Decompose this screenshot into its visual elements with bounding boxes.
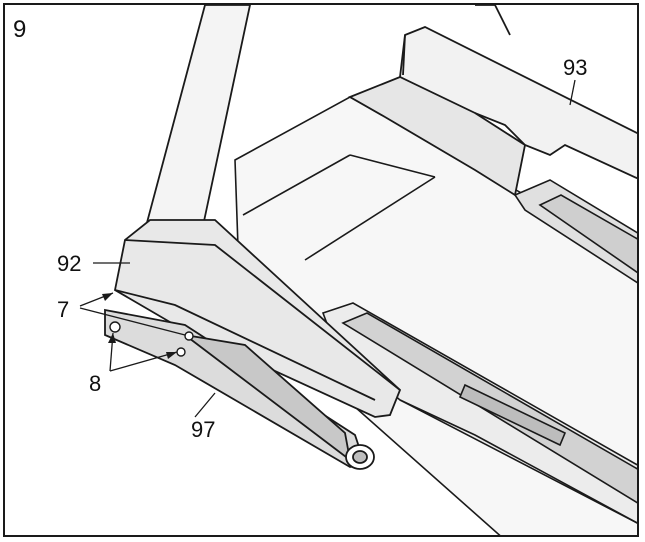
leader-arrowheads [102, 293, 177, 359]
callout-93: 93 [563, 55, 587, 80]
callout-97: 97 [191, 417, 215, 442]
base-frame-97 [104, 308, 375, 470]
instruction-figure-frame: 9 [3, 3, 639, 537]
arrowhead-8a [108, 333, 116, 343]
bolt-7 [184, 331, 194, 341]
leader-7b [79, 307, 186, 336]
step-number: 9 [13, 16, 26, 43]
upright-post [143, 5, 251, 242]
arrowhead-8b [166, 352, 177, 359]
callout-92: 92 [57, 251, 81, 276]
right-side-rail [513, 179, 637, 284]
arrowhead-7a [102, 293, 113, 301]
leader-97 [194, 392, 216, 418]
base-cover-92 [113, 219, 402, 418]
treadmill-assembly-drawing: 9 [13, 5, 637, 535]
callout-7: 7 [57, 297, 69, 322]
leader-8b [109, 351, 178, 372]
leader-93 [569, 79, 576, 106]
leader-lines [79, 79, 576, 418]
callout-8: 8 [89, 371, 101, 396]
bolt-8 [109, 321, 186, 357]
upright-crossbar-93 [347, 5, 637, 197]
